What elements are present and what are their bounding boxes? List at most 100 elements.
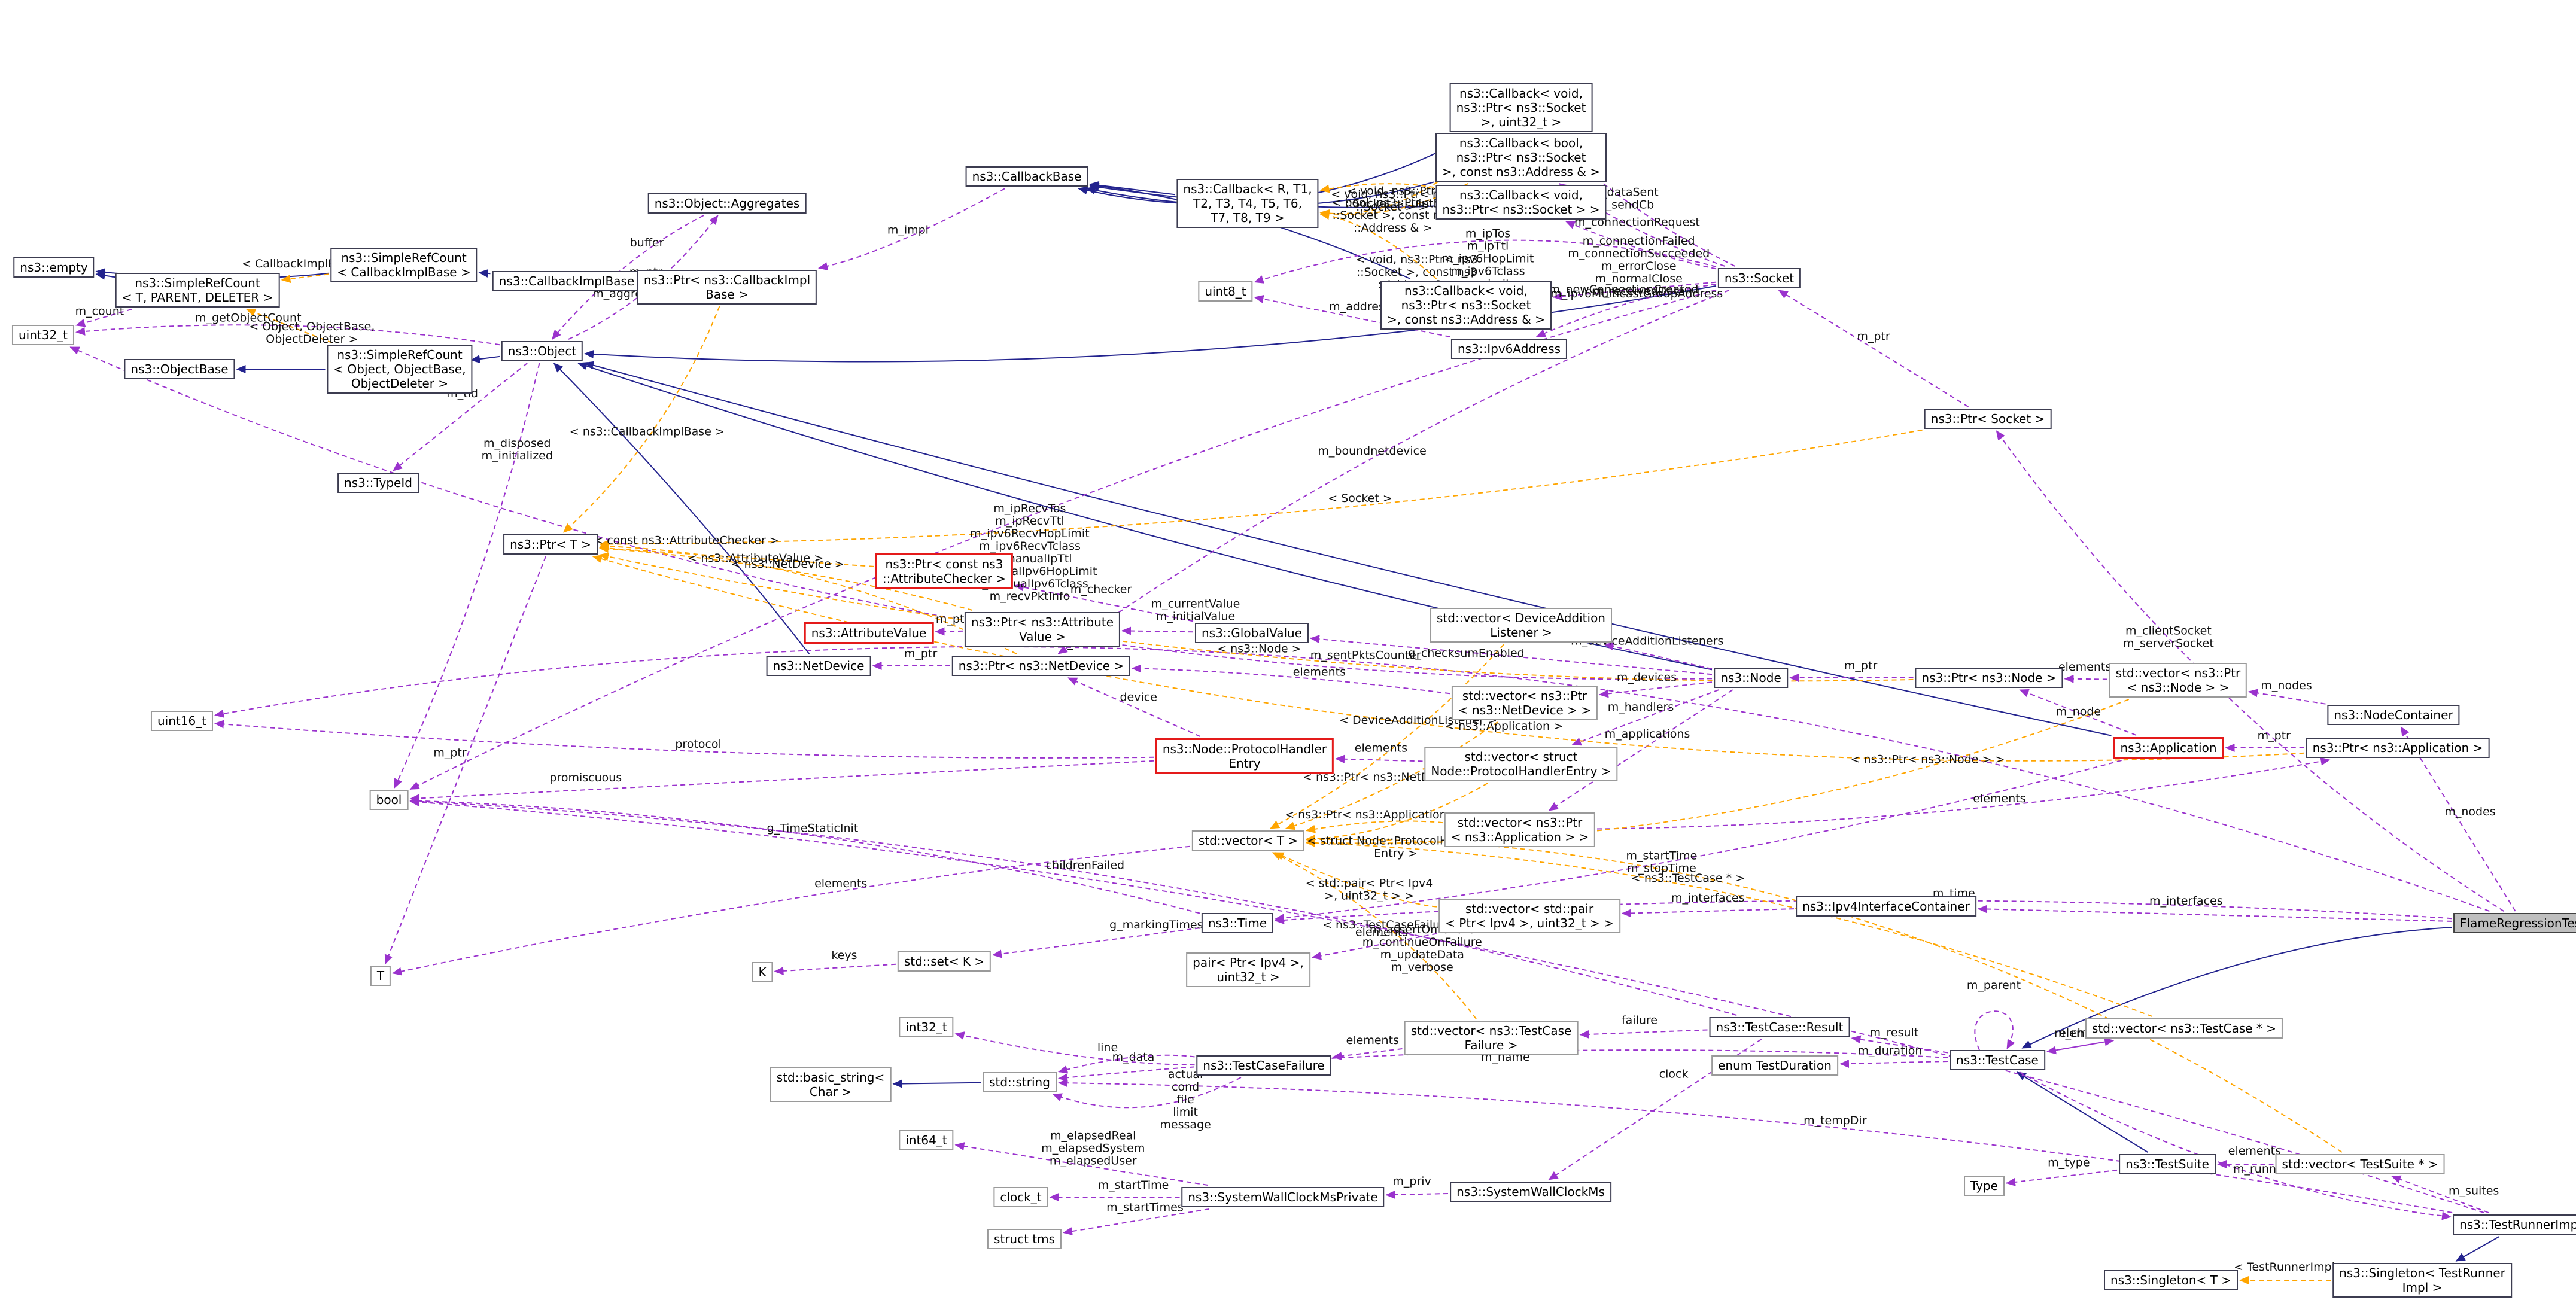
edge-label: < TestRunnerImpl > bbox=[2234, 1261, 2348, 1274]
class-node-callbackbase[interactable]: ns3::CallbackBase bbox=[965, 166, 1088, 187]
class-node-srccb[interactable]: ns3::SimpleRefCount < CallbackImplBase > bbox=[330, 248, 478, 282]
edge-flame-uint16 bbox=[214, 646, 2490, 912]
class-node-singletontri[interactable]: ns3::Singleton< TestRunner Impl > bbox=[2332, 1263, 2512, 1298]
class-node-ptrsocket[interactable]: ns3::Ptr< Socket > bbox=[1924, 409, 2052, 429]
class-node-int64[interactable]: int64_t bbox=[899, 1130, 954, 1150]
class-node-ipv4ifc[interactable]: ns3::Ipv4InterfaceContainer bbox=[1796, 896, 1976, 917]
class-node-socket[interactable]: ns3::Socket bbox=[1717, 268, 1801, 288]
class-node-srct[interactable]: ns3::SimpleRefCount < T, PARENT, DELETER… bbox=[115, 273, 280, 308]
class-node-vectsptr[interactable]: std::vector< TestSuite * > bbox=[2275, 1154, 2445, 1174]
edge-vectcfail-tcfailure bbox=[1332, 1048, 1403, 1061]
class-node-swcmspriv[interactable]: ns3::SystemWallClockMsPrivate bbox=[1181, 1187, 1385, 1207]
class-node-srcobj[interactable]: ns3::SimpleRefCount < Object, ObjectBase… bbox=[327, 345, 473, 394]
class-node-ptr_t[interactable]: ns3::Ptr< T > bbox=[503, 534, 598, 555]
edge-label: m_tempDir bbox=[1803, 1114, 1867, 1127]
class-node-vecptrapp[interactable]: std::vector< ns3::Ptr < ns3::Application… bbox=[1444, 812, 1596, 847]
class-node-object[interactable]: ns3::Object bbox=[501, 341, 583, 361]
edge-label: m_runner bbox=[2233, 1162, 2288, 1176]
class-node-cbvu32[interactable]: ns3::Callback< void, ns3::Ptr< ns3::Sock… bbox=[1449, 83, 1593, 132]
edge-label: m_ipv6MulticastGroupAddress bbox=[1550, 287, 1723, 300]
edge-application-object bbox=[584, 361, 2112, 736]
class-node-cbvsock[interactable]: ns3::Callback< void, ns3::Ptr< ns3::Sock… bbox=[1435, 185, 1607, 220]
class-node-ptrchecker[interactable]: ns3::Ptr< const ns3 ::AttributeChecker > bbox=[875, 553, 1014, 589]
class-node-phe[interactable]: ns3::Node::ProtocolHandler Entry bbox=[1155, 738, 1334, 774]
edge-label: m_devices bbox=[1617, 671, 1677, 684]
edge-label: failure bbox=[1622, 1014, 1657, 1027]
class-node-application[interactable]: ns3::Application bbox=[2113, 737, 2224, 759]
class-node-ptrcbimpl[interactable]: ns3::Ptr< ns3::CallbackImpl Base > bbox=[637, 270, 817, 305]
class-node-attrvalue[interactable]: ns3::AttributeValue bbox=[804, 622, 934, 644]
edge-testrunner-stringbox bbox=[1058, 1079, 2453, 1213]
edge-label: < ns3::TestCaseFailure > bbox=[1322, 918, 1464, 931]
class-node-typebox[interactable]: Type bbox=[1964, 1176, 2005, 1196]
class-node-clockt[interactable]: clock_t bbox=[993, 1187, 1048, 1207]
class-node-time[interactable]: ns3::Time bbox=[1201, 913, 1274, 933]
class-node-swcms[interactable]: ns3::SystemWallClockMs bbox=[1450, 1182, 1611, 1202]
class-node-result[interactable]: ns3::TestCase::Result bbox=[1709, 1017, 1850, 1037]
class-node-flame[interactable]: FlameRegressionTest bbox=[2453, 913, 2576, 933]
class-node-netdevice[interactable]: ns3::NetDevice bbox=[766, 656, 871, 676]
class-node-uint32[interactable]: uint32_t bbox=[11, 325, 75, 345]
class-node-ptrnode[interactable]: ns3::Ptr< ns3::Node > bbox=[1915, 668, 2063, 688]
class-node-ptrnetdevice[interactable]: ns3::Ptr< ns3::NetDevice > bbox=[951, 656, 1131, 676]
class-node-stringbox[interactable]: std::string bbox=[983, 1072, 1057, 1092]
class-node-singletont[interactable]: ns3::Singleton< T > bbox=[2104, 1270, 2238, 1290]
class-node-aggregates[interactable]: ns3::Object::Aggregates bbox=[647, 193, 807, 214]
class-node-kbox[interactable]: K bbox=[752, 962, 773, 982]
class-node-callback_r[interactable]: ns3::Callback< R, T1, T2, T3, T4, T5, T6… bbox=[1176, 179, 1319, 228]
edge-label: m_sentPktsCounter bbox=[1310, 649, 1421, 662]
edge-label: m_ptr bbox=[904, 647, 938, 660]
class-node-cbvaddr[interactable]: ns3::Callback< void, ns3::Ptr< ns3::Sock… bbox=[1380, 281, 1552, 330]
edge-label: m_nodes bbox=[2261, 679, 2312, 692]
class-node-ipv6addr[interactable]: ns3::Ipv6Address bbox=[1450, 339, 1568, 359]
class-node-vectort[interactable]: std::vector< T > bbox=[1191, 830, 1305, 851]
edge-label: m_boundnetdevice bbox=[1318, 445, 1426, 458]
edge-socket-ptrnetdevice bbox=[1057, 290, 1730, 654]
edge-callback_r-callbackbase bbox=[1089, 181, 1175, 196]
class-node-vectcfail[interactable]: std::vector< ns3::TestCase Failure > bbox=[1404, 1021, 1579, 1055]
edge-label: m_handlers bbox=[1608, 701, 1674, 714]
class-node-uint8[interactable]: uint8_t bbox=[1198, 281, 1253, 302]
class-node-uint16[interactable]: uint16_t bbox=[150, 711, 214, 731]
class-node-enumdur[interactable]: enum TestDuration bbox=[1711, 1055, 1838, 1076]
class-node-vectcptr[interactable]: std::vector< ns3::TestCase * > bbox=[2085, 1018, 2283, 1039]
class-node-vechandlers[interactable]: std::vector< struct Node::ProtocolHandle… bbox=[1424, 747, 1618, 781]
class-node-nodecontainer[interactable]: ns3::NodeContainer bbox=[2327, 705, 2460, 725]
class-node-empty[interactable]: ns3::empty bbox=[13, 257, 95, 278]
edge-label: < ns3::NetDevice > bbox=[731, 558, 844, 571]
class-node-typeid[interactable]: ns3::TypeId bbox=[337, 473, 419, 493]
edge-netdevice-object bbox=[553, 363, 810, 654]
edge-label: elements bbox=[1346, 1034, 1399, 1047]
edge-label: g_TimeStaticInit bbox=[767, 822, 859, 835]
class-node-node[interactable]: ns3::Node bbox=[1714, 668, 1788, 688]
edge-label: m_startTime bbox=[1098, 1179, 1169, 1192]
class-node-structtms[interactable]: struct tms bbox=[987, 1229, 1062, 1249]
class-node-testsuite[interactable]: ns3::TestSuite bbox=[2119, 1154, 2216, 1174]
class-node-cbbooladdr[interactable]: ns3::Callback< bool, ns3::Ptr< ns3::Sock… bbox=[1435, 133, 1607, 182]
class-node-cbimplbase[interactable]: ns3::CallbackImplBase bbox=[492, 271, 641, 291]
edge-ipv6addr-uint8 bbox=[1254, 294, 1450, 337]
class-node-int32[interactable]: int32_t bbox=[899, 1017, 954, 1037]
class-node-testcase[interactable]: ns3::TestCase bbox=[1950, 1050, 2045, 1070]
class-node-ptrattrvalue[interactable]: ns3::Ptr< ns3::Attribute Value > bbox=[964, 612, 1121, 647]
class-node-globalvalue[interactable]: ns3::GlobalValue bbox=[1194, 623, 1309, 643]
class-node-tcfailure[interactable]: ns3::TestCaseFailure bbox=[1196, 1055, 1331, 1076]
class-node-basicstring[interactable]: std::basic_string< Char > bbox=[770, 1067, 892, 1102]
class-node-vecdal[interactable]: std::vector< DeviceAddition Listener > bbox=[1430, 608, 1612, 643]
class-node-testrunner[interactable]: ns3::TestRunnerImpl bbox=[2453, 1214, 2576, 1235]
class-node-ptrapplication[interactable]: ns3::Ptr< ns3::Application > bbox=[2306, 738, 2490, 758]
class-node-tbox[interactable]: T bbox=[370, 966, 391, 986]
class-node-vecptrnode[interactable]: std::vector< ns3::Ptr < ns3::Node > > bbox=[2109, 663, 2247, 698]
class-node-boolbox[interactable]: bool bbox=[369, 790, 409, 810]
class-node-objectbase[interactable]: ns3::ObjectBase bbox=[124, 359, 235, 379]
class-node-pairipv4[interactable]: pair< Ptr< Ipv4 >, uint32_t > bbox=[1186, 952, 1310, 987]
edge-node-globalvalue bbox=[1310, 635, 1713, 675]
class-node-vecptrnd[interactable]: std::vector< ns3::Ptr < ns3::NetDevice >… bbox=[1451, 686, 1598, 720]
class-node-setk[interactable]: std::set< K > bbox=[897, 951, 992, 972]
edge-label: m_priv bbox=[1392, 1174, 1431, 1188]
edge-node-uint32 bbox=[69, 346, 1713, 680]
class-node-vecpairipv4[interactable]: std::vector< std::pair < Ptr< Ipv4 >, ui… bbox=[1438, 899, 1620, 933]
